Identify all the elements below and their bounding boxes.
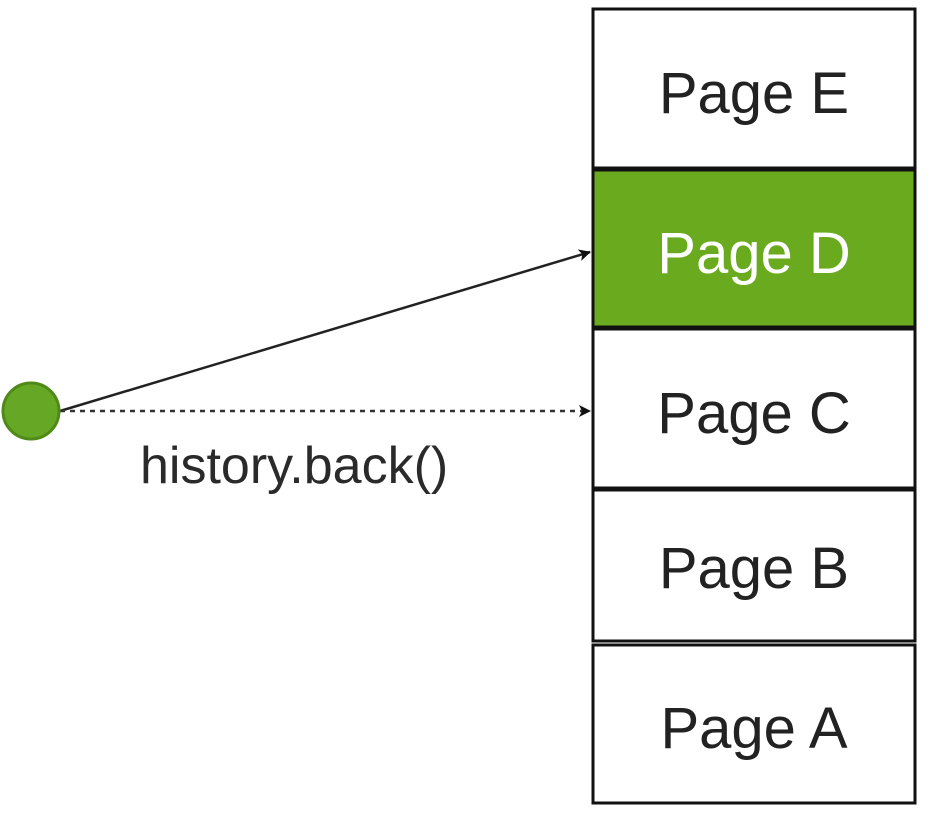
page-label-e: Page E [659,61,849,126]
current-arrow [59,249,591,413]
page-stack: Page E Page D Page C Page B Page A [591,7,917,805]
page-label-a: Page A [660,696,847,761]
history-back-label: history.back() [140,437,448,495]
page-box-e: Page E [591,7,917,170]
current-position-node [1,381,61,441]
page-label-b: Page B [659,536,849,601]
page-box-c: Page C [591,327,917,490]
page-box-a: Page A [591,643,917,805]
page-box-d: Page D [591,168,917,329]
page-label-c: Page C [657,381,850,446]
page-box-b: Page B [591,488,917,643]
page-label-d: Page D [657,221,850,286]
